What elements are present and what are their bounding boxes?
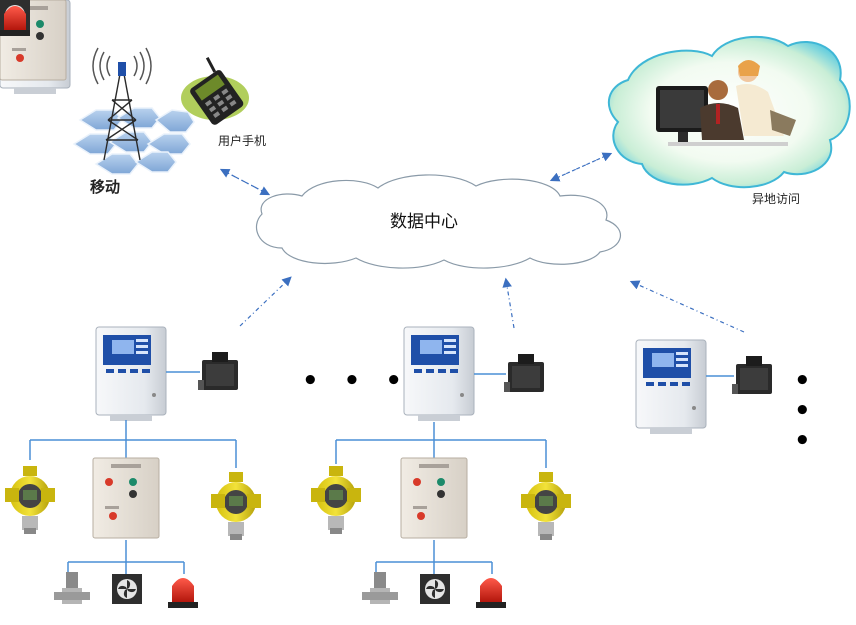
remote-access-label: 异地访问 [752,192,801,206]
mobile-tower-icon [72,47,195,175]
network-arrows [219,152,745,333]
data-center-label: 数据中心 [390,212,458,232]
mobile-phone-icon [181,57,249,125]
mobile-label: 移动 [90,178,121,196]
remote-access-cloud [608,35,851,189]
alarm-light [0,6,30,36]
data-center-cloud [255,174,622,269]
ellipsis-marker: • • • [302,366,410,396]
user-phone-label: 用户手机 [218,134,267,148]
ellipsis-marker: • • • [794,366,819,456]
